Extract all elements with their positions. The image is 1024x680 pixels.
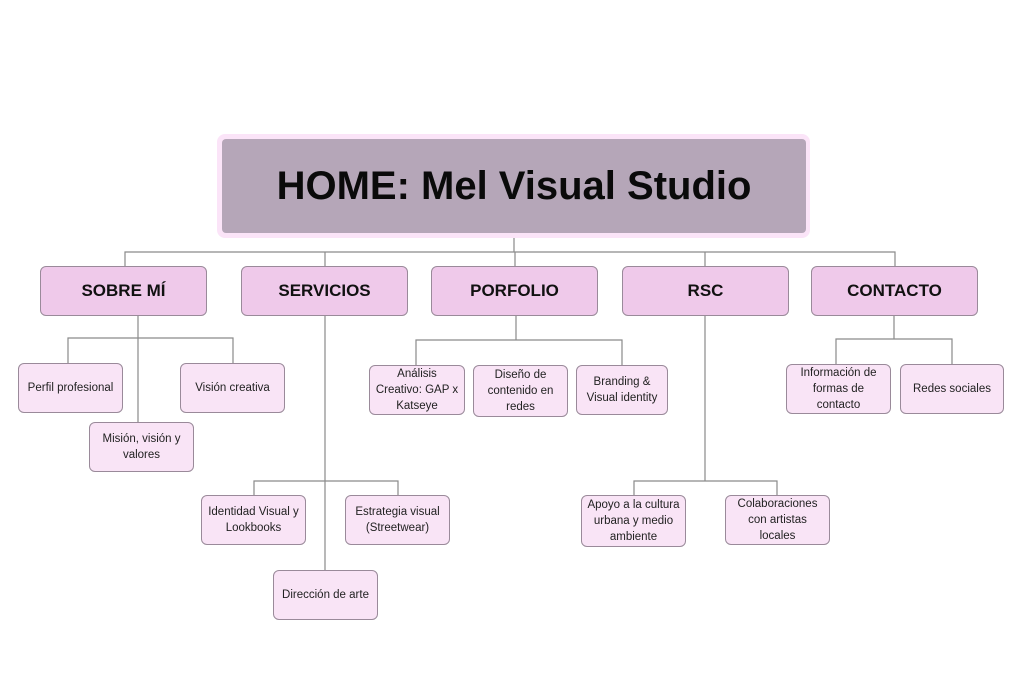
node-identidad-visual: Identidad Visual y Lookbooks — [201, 495, 306, 545]
node-analisis-creativo: Análisis Creativo: GAP x Katseye — [369, 365, 465, 415]
home-node: HOME: Mel Visual Studio — [222, 139, 806, 233]
node-perfil-profesional: Perfil profesional — [18, 363, 123, 413]
node-apoyo-cultura: Apoyo a la cultura urbana y medio ambien… — [581, 495, 686, 547]
node-rsc: RSC — [622, 266, 789, 316]
node-vision-creativa: Visión creativa — [180, 363, 285, 413]
node-servicios: SERVICIOS — [241, 266, 408, 316]
node-mision-vision-valores: Misión, visión y valores — [89, 422, 194, 472]
node-informacion-contacto: Información de formas de contacto — [786, 364, 891, 414]
node-contacto: CONTACTO — [811, 266, 978, 316]
node-redes-sociales: Redes sociales — [900, 364, 1004, 414]
node-direccion-arte: Dirección de arte — [273, 570, 378, 620]
node-diseno-contenido: Diseño de contenido en redes — [473, 365, 568, 417]
node-estrategia-visual: Estrategia visual (Streetwear) — [345, 495, 450, 545]
node-porfolio: PORFOLIO — [431, 266, 598, 316]
node-colaboraciones: Colaboraciones con artistas locales — [725, 495, 830, 545]
node-sobre-mi: SOBRE MÍ — [40, 266, 207, 316]
node-branding: Branding & Visual identity — [576, 365, 668, 415]
